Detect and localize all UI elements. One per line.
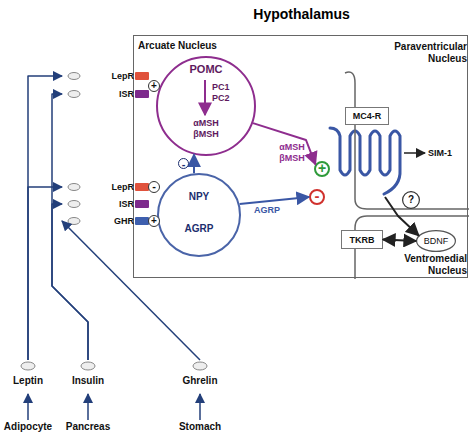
node-text: Stomach <box>172 420 228 434</box>
node-text: ISR <box>76 87 134 101</box>
connector-arrow <box>52 94 88 360</box>
connector-arrow <box>385 197 419 236</box>
sign-circle: + <box>148 80 160 92</box>
receptor-bar-mark <box>135 90 149 98</box>
outline-shape <box>315 162 329 176</box>
node-text: Ventromedial Nucleus <box>373 253 467 277</box>
factor-ellipse: BDNF <box>416 230 456 252</box>
node-text: ISR <box>76 197 134 211</box>
signal-arrow <box>404 152 425 154</box>
node-text: Paraventricular Nucleus <box>371 41 467 65</box>
outline-shape <box>21 362 35 370</box>
connector-arrow <box>28 76 62 360</box>
outline-shape <box>81 362 95 370</box>
node-text: TKRB <box>342 234 382 246</box>
hormone-node: Ghrelin <box>179 360 221 394</box>
node-text: αMSH βMSH <box>184 118 228 140</box>
node-text: POMC <box>176 63 236 76</box>
outline-shape <box>157 57 255 155</box>
node-outline <box>343 39 469 211</box>
node-text: Pancreas <box>60 420 116 434</box>
neuron-circle: NPY AGRP <box>157 173 241 257</box>
receptor-bar-mark <box>135 72 149 80</box>
hormone-node: Leptin <box>7 360 49 394</box>
outline-shape <box>158 174 240 256</box>
outline-shape <box>193 362 207 370</box>
node-text: MC4-R <box>345 107 389 125</box>
node-text: BDNF <box>416 235 456 247</box>
node-text: + <box>314 161 330 176</box>
node-text: Hypothalamus <box>234 6 369 22</box>
source-organ: Pancreas <box>60 420 116 434</box>
connector-arrow <box>240 197 309 204</box>
connector-arrow <box>253 123 315 164</box>
receptor-node: MC4-R <box>335 107 407 197</box>
node-text: - <box>309 188 325 203</box>
stimulate-sign: + <box>314 161 330 177</box>
connector-arrow <box>87 394 89 420</box>
node-text: Ghrelin <box>173 374 227 387</box>
edge-label: AGRP <box>250 205 284 216</box>
ligand-ovals <box>68 73 80 225</box>
sign-circle: + <box>148 215 160 227</box>
connector-arrow <box>52 204 88 360</box>
node-text: PC1 PC2 <box>212 82 238 104</box>
receptor-bar-mark <box>135 183 149 191</box>
receptor-bar: ISR <box>62 197 152 211</box>
connector-arrow <box>193 155 195 174</box>
node-text: ? <box>402 194 420 206</box>
node-text: NPY <box>174 191 224 203</box>
receptor-bar: LepR <box>62 69 152 83</box>
sign-circle: - <box>178 158 189 169</box>
ligand-oval <box>68 73 80 80</box>
ligand-oval <box>68 201 80 208</box>
nucleus-region: Ventromedial Nucleus TKRB BDNF <box>343 213 469 279</box>
region-label: Arcuate Nucleus <box>138 40 248 52</box>
receptor-bar: GHR <box>62 214 152 228</box>
connector-arrow <box>28 187 62 360</box>
outline-shape <box>403 192 420 209</box>
edge-label: αMSH βMSH <box>276 142 308 164</box>
connector-arrow <box>62 221 200 360</box>
hormone-node: Insulin <box>67 360 109 394</box>
receptor-serpentine <box>330 128 400 194</box>
inhibit-sign: - <box>309 189 325 205</box>
receptor-box: TKRB <box>341 230 383 249</box>
outline-shape <box>345 72 469 209</box>
cleavage-arrow <box>204 80 206 115</box>
source-organ: Adipocyte <box>0 420 56 434</box>
receptor-bar-mark <box>135 200 149 208</box>
receptor-bar: ISR <box>62 87 152 101</box>
ligand-oval <box>68 91 80 98</box>
connector-arrow <box>199 394 201 420</box>
ligand-oval <box>68 218 80 225</box>
sign-circle: - <box>148 181 160 193</box>
node-text: LepR <box>76 69 134 83</box>
node-outline <box>157 173 241 257</box>
nucleus-region: Paraventricular NucleusMC4-R <box>343 39 469 211</box>
node-text: AGRP <box>169 223 229 235</box>
receptor-bar-mark <box>135 217 149 225</box>
connector-arrow <box>27 394 29 420</box>
neuron-circle: POMC PC1 PC2 αMSH βMSH <box>156 56 256 156</box>
node-text: GHR <box>76 214 134 228</box>
receptor-bar: LepR <box>62 180 152 194</box>
node-text: Leptin <box>1 374 55 387</box>
node-text: Adipocyte <box>0 420 56 434</box>
ligand-oval <box>68 184 80 191</box>
connector-arrow <box>383 240 416 242</box>
node-text: Insulin <box>61 374 115 387</box>
source-organ: Stomach <box>172 420 228 434</box>
region-label: SIM-1 <box>428 147 470 159</box>
outline-shape <box>417 231 456 252</box>
node-text: LepR <box>76 180 134 194</box>
unknown-circle: ? <box>402 191 420 209</box>
